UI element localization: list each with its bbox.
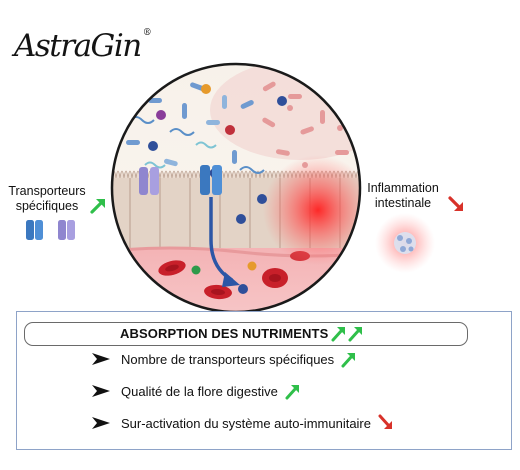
chevron-right-icon <box>92 385 110 397</box>
inflammation-label: Inflammation intestinale <box>355 181 451 211</box>
inflammation-label-line2: intestinale <box>374 196 432 210</box>
transporters-label: Transporteurs spécifiques <box>2 184 92 214</box>
blue-transporter <box>200 165 222 195</box>
inflammation-label-line1: Inflammation <box>367 181 439 195</box>
list-item-text: Nombre de transporteurs spécifiques <box>121 351 335 367</box>
trend-up-arrow-icon <box>285 385 299 400</box>
transporter-purple-icon <box>58 220 75 240</box>
title-up-arrow-icon-2 <box>348 327 362 342</box>
transporters-up-arrow-icon <box>90 199 105 214</box>
title-pill <box>24 322 468 346</box>
inflamed-cell-icon <box>375 213 435 273</box>
title-up-arrow-icon-1 <box>331 327 345 342</box>
list-item-transporters: Nombre de transporteurs spécifiques <box>92 349 358 369</box>
chevron-right-icon <box>92 417 110 429</box>
chevron-right-icon <box>92 353 110 365</box>
trend-up-arrow-icon <box>341 353 356 368</box>
list-item-flora: Qualité de la flore digestive <box>92 381 302 401</box>
transporter-blue-icon <box>26 220 43 240</box>
list-item-text: Qualité de la flore digestive <box>121 383 278 399</box>
logo-text: AstraGin <box>14 28 142 64</box>
red-blood-cells <box>158 251 310 300</box>
panel-title-text: ABSORPTION DES NUTRIMENTS <box>120 326 329 341</box>
inflammation-down-arrow-icon <box>448 196 463 211</box>
purple-transporter <box>139 167 159 195</box>
list-item-text: Sur-activation du système auto-immunitai… <box>121 415 371 431</box>
registered-mark: ® <box>142 28 152 38</box>
inflammation-glow <box>263 155 360 265</box>
intestine-cross-section <box>112 64 360 312</box>
gut-bacteria <box>126 81 349 174</box>
panel-title: ABSORPTION DES NUTRIMENTS <box>120 326 328 341</box>
trend-down-arrow-icon <box>378 414 392 429</box>
brand-logo: AstraGin® <box>14 28 152 64</box>
list-item-autoimmune: Sur-activation du système auto-immunitai… <box>92 413 395 433</box>
transporters-label-line1: Transporteurs <box>8 184 86 198</box>
transporters-label-line2: spécifiques <box>15 199 79 213</box>
